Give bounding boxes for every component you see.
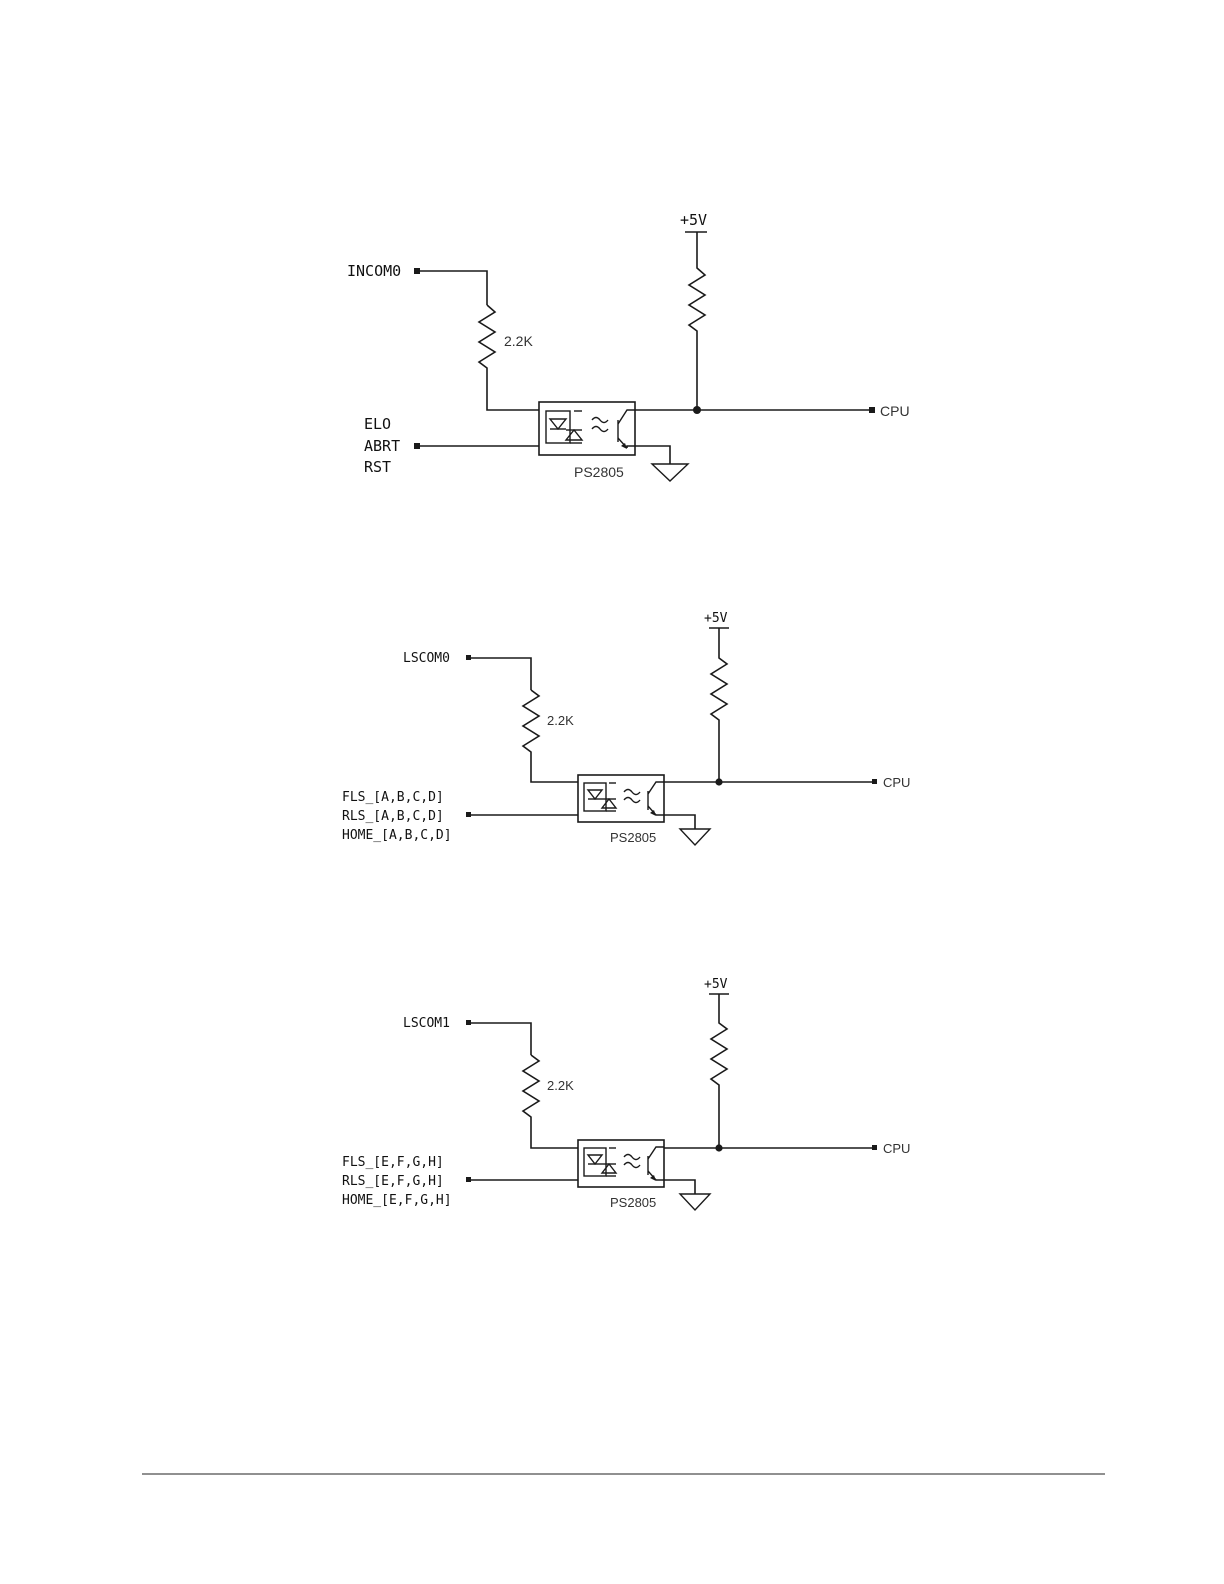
common-label: LSCOM0 xyxy=(403,651,450,666)
transistor-collector xyxy=(618,410,635,424)
supply-label: +5V xyxy=(704,977,728,992)
common-terminal xyxy=(414,268,420,274)
ic-label: PS2805 xyxy=(574,464,624,480)
common-wire xyxy=(420,271,487,305)
led-down-icon xyxy=(588,790,602,799)
supply-label: +5V xyxy=(680,211,707,229)
output-label: CPU xyxy=(883,775,910,790)
resistor-label: 2.2K xyxy=(547,713,574,728)
input-label-2: RLS_[E,F,G,H] xyxy=(342,1174,444,1189)
optical-coupling-icon xyxy=(624,1155,640,1168)
common-terminal xyxy=(466,655,471,660)
common-label: INCOM0 xyxy=(347,262,401,280)
input-label-2: ABRT xyxy=(364,437,400,455)
common-label: LSCOM1 xyxy=(403,1016,450,1031)
input-label-2: RLS_[A,B,C,D] xyxy=(342,809,444,824)
output-terminal xyxy=(872,1145,877,1150)
input-resistor xyxy=(479,305,539,410)
transistor-collector xyxy=(648,1147,664,1159)
input-label-1: ELO xyxy=(364,415,391,433)
circuit-incom0: INCOM0 2.2K ELO ABRT RST PS2805 CPU +5V xyxy=(347,211,910,481)
output-label: CPU xyxy=(883,1141,910,1156)
common-wire xyxy=(471,1023,531,1055)
input-terminal xyxy=(466,1177,471,1182)
resistor-label: 2.2K xyxy=(547,1078,574,1093)
ground-icon xyxy=(680,829,710,845)
led-down-icon xyxy=(588,1155,602,1164)
input-resistor xyxy=(523,1055,578,1148)
input-label-3: RST xyxy=(364,458,391,476)
output-terminal xyxy=(872,779,877,784)
input-label-3: HOME_[E,F,G,H] xyxy=(342,1193,452,1208)
input-terminal xyxy=(414,443,420,449)
transistor-collector xyxy=(648,782,664,794)
ic-label: PS2805 xyxy=(610,830,656,845)
led-up-icon xyxy=(602,1164,616,1173)
led-pair xyxy=(546,411,570,443)
ground-icon xyxy=(680,1194,710,1210)
pullup-resistor xyxy=(689,232,705,410)
ic-label: PS2805 xyxy=(610,1195,656,1210)
circuit-lscom0: LSCOM0 2.2K FLS_[A,B,C,D] RLS_[A,B,C,D] … xyxy=(342,611,910,845)
led-down-icon xyxy=(550,419,566,429)
ground-icon xyxy=(652,464,688,481)
common-terminal xyxy=(466,1020,471,1025)
optical-coupling-icon xyxy=(624,790,640,803)
input-label-1: FLS_[E,F,G,H] xyxy=(342,1155,444,1170)
input-resistor xyxy=(523,690,578,782)
led-up-icon xyxy=(602,799,616,808)
optical-coupling-icon xyxy=(592,418,608,432)
pullup-resistor xyxy=(711,994,727,1148)
input-terminal xyxy=(466,812,471,817)
led-up-icon xyxy=(566,430,582,440)
output-terminal xyxy=(869,407,875,413)
input-label-3: HOME_[A,B,C,D] xyxy=(342,828,452,843)
circuit-lscom1: LSCOM1 2.2K FLS_[E,F,G,H] RLS_[E,F,G,H] … xyxy=(342,977,910,1210)
pullup-resistor xyxy=(711,628,727,782)
input-label-1: FLS_[A,B,C,D] xyxy=(342,790,444,805)
resistor-label: 2.2K xyxy=(504,333,533,349)
output-label: CPU xyxy=(880,403,910,419)
supply-label: +5V xyxy=(704,611,728,626)
common-wire xyxy=(471,658,531,690)
